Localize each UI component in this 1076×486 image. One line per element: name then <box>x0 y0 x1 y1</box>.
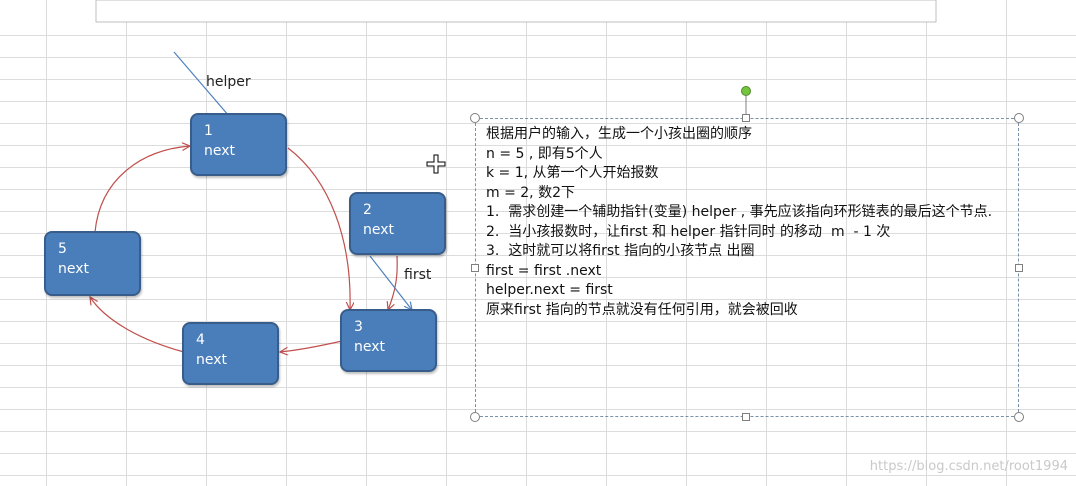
first-pointer <box>369 255 412 310</box>
resize-handle-top-left[interactable] <box>470 113 480 123</box>
node-4[interactable]: 4 next <box>182 322 279 385</box>
note-line: helper.next = first <box>486 282 613 298</box>
note-line: k = 1, 从第一个人开始报数 <box>486 165 659 181</box>
node-2-number: 2 <box>363 202 372 218</box>
node-2[interactable]: 2 next <box>349 192 446 255</box>
link-2-to-3 <box>388 255 398 310</box>
resize-handle-top[interactable] <box>742 114 750 122</box>
node-3-number: 3 <box>354 319 363 335</box>
helper-pointer <box>173 51 230 117</box>
resize-handle-right[interactable] <box>1015 264 1023 272</box>
link-1-to-3 <box>287 147 350 310</box>
node-3[interactable]: 3 next <box>340 309 437 372</box>
link-4-to-5 <box>90 297 185 353</box>
resize-handle-bottom-left[interactable] <box>470 412 480 422</box>
note-line: n = 5 , 即有5个人 <box>486 145 603 162</box>
note-line: 原来first 指向的节点就没有任何引用，就会被回收 <box>486 301 798 318</box>
node-1[interactable]: 1 next <box>190 113 287 176</box>
link-5-to-1 <box>94 146 190 233</box>
resize-handle-bottom[interactable] <box>742 413 750 421</box>
watermark: https://blog.csdn.net/root1994 <box>869 459 1068 474</box>
note-line: 3. 这时就可以将first 指向的小孩节点 出圈 <box>486 243 755 259</box>
note-line: 1. 需求创建一个辅助指针(变量) helper , 事先应该指向环形链表的最后… <box>486 204 993 220</box>
node-3-next: next <box>354 339 386 355</box>
note-line: m = 2, 数2下 <box>486 184 575 201</box>
notes-textbox[interactable]: 根据用户的输入，生成一个小孩出圈的顺序 n = 5 , 即有5个人 k = 1,… <box>475 118 1019 417</box>
note-line: 2. 当小孩报数时，让first 和 helper 指针同时 的移动 m - 1… <box>486 223 891 240</box>
node-2-next: next <box>363 222 395 238</box>
note-line: first = first .next <box>486 262 602 279</box>
resize-handle-top-right[interactable] <box>1014 113 1024 123</box>
link-3-to-4 <box>280 340 343 352</box>
node-5[interactable]: 5 next <box>44 231 141 296</box>
note-line: 根据用户的输入，生成一个小孩出圈的顺序 <box>486 126 752 142</box>
node-5-number: 5 <box>58 241 67 257</box>
helper-label: helper <box>206 74 251 90</box>
node-1-number: 1 <box>204 123 213 139</box>
first-label: first <box>404 267 432 283</box>
node-1-next: next <box>204 143 236 159</box>
resize-handle-left[interactable] <box>471 264 479 272</box>
resize-handle-bottom-right[interactable] <box>1014 412 1024 422</box>
node-4-number: 4 <box>196 332 205 348</box>
node-5-next: next <box>58 261 90 277</box>
node-4-next: next <box>196 352 228 368</box>
move-cursor-icon <box>426 154 446 174</box>
